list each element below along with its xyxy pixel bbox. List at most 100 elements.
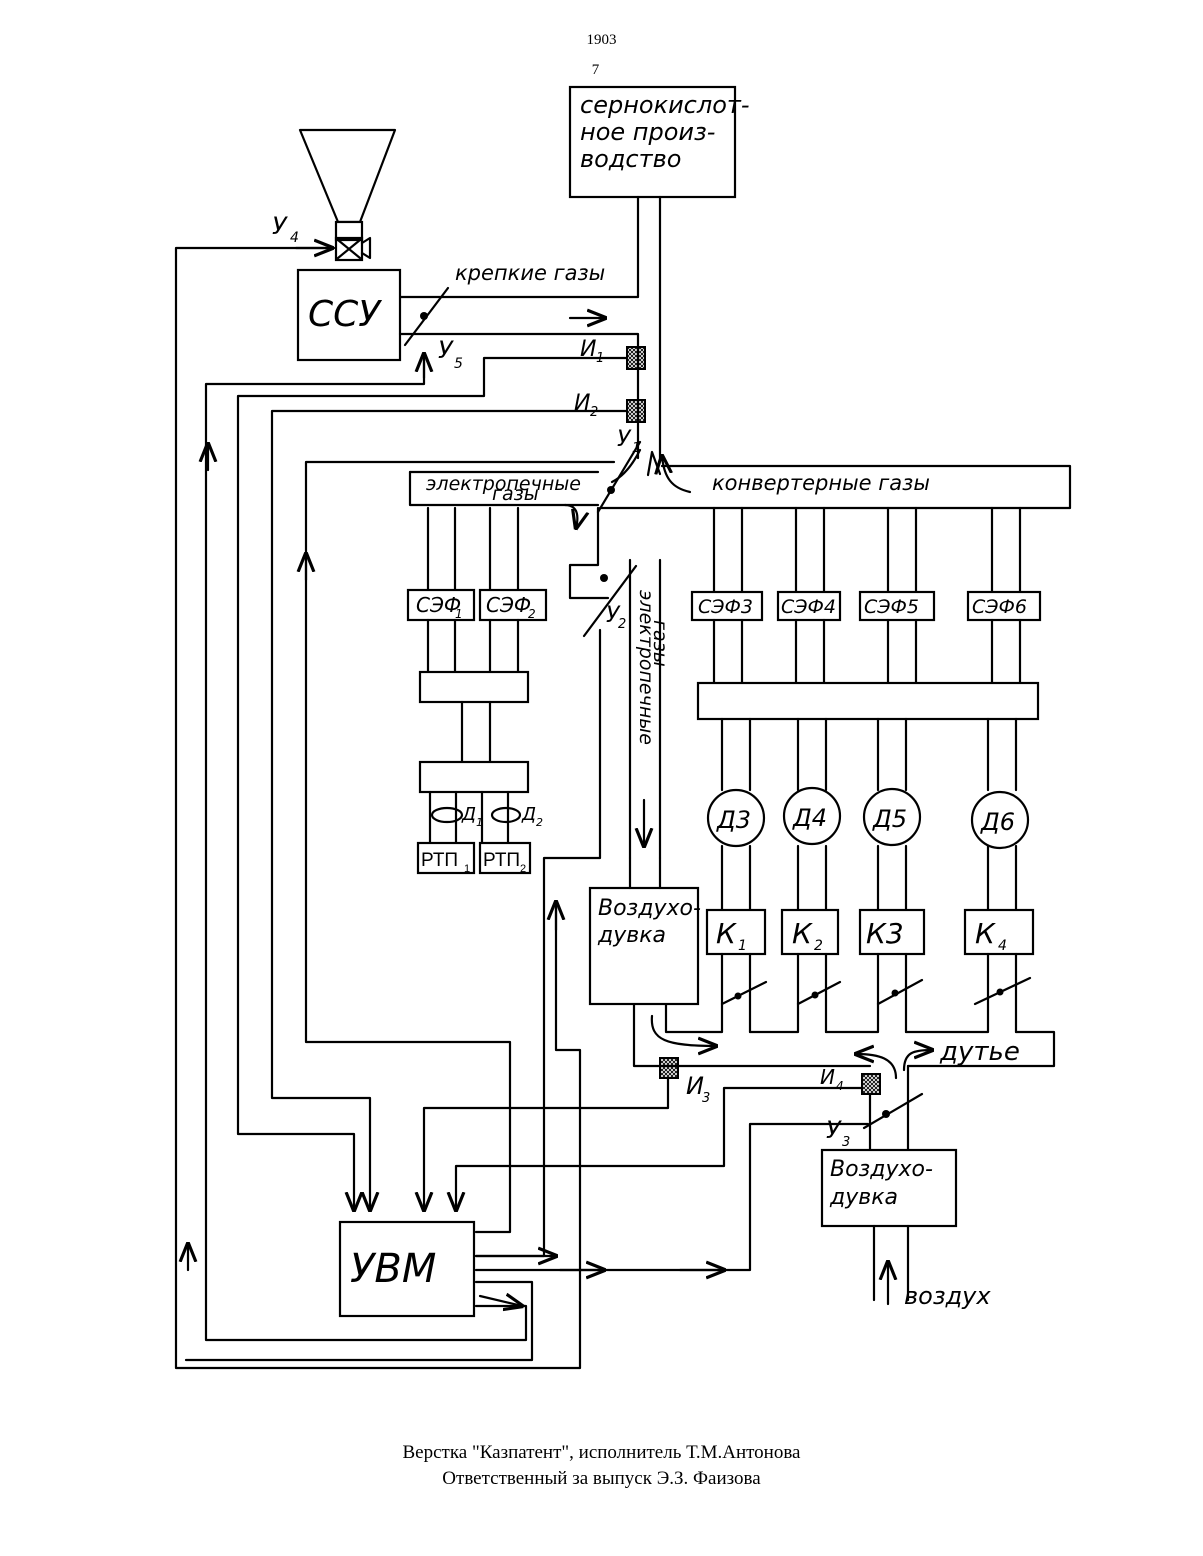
sef5-label: СЭФ5 [864, 596, 919, 618]
strong-gases-label: крепкие газы [455, 261, 605, 285]
y5-label: У [438, 336, 454, 364]
signal-line-i4 [456, 1088, 862, 1210]
fan-d1 [432, 808, 462, 822]
y3-sub: 3 [842, 1135, 850, 1150]
k2-label: К [792, 917, 813, 950]
right-collector [698, 683, 1038, 719]
control-arrow-uvm-out-1 [480, 1296, 522, 1306]
sef12-outlet-pipes [428, 620, 518, 672]
control-line-y4 [176, 248, 580, 1368]
sef2-sub: 2 [528, 607, 536, 621]
k3-label: К3 [866, 917, 904, 950]
d4-label: Д4 [792, 804, 827, 832]
i2-label: И [574, 391, 590, 416]
y1-label: У [617, 427, 632, 452]
converter-gases-label: конвертерные газы [712, 471, 930, 495]
y4-sub: 4 [290, 230, 299, 246]
electric-gas-down-arrow [565, 505, 577, 528]
sulfuric-label-3: водство [580, 145, 681, 173]
i2-sub: 2 [590, 405, 598, 420]
y4-label: У [272, 212, 288, 240]
y3-label: У [826, 1116, 842, 1144]
blower2-label-1: Воздухо- [830, 1157, 933, 1182]
sef36-outlet-pipes [714, 620, 1020, 683]
blower1-label-1: Воздухо- [598, 896, 701, 921]
signal-line-i3 [424, 1078, 668, 1210]
blast-damper-pivot-4 [997, 989, 1004, 996]
electric-vertical-a: электропечные [635, 590, 657, 745]
footer-credits: Верстка "Казпатент", исполнитель Т.М.Ант… [0, 1440, 1203, 1465]
d5-label: Д5 [872, 805, 907, 833]
k2-sub: 2 [814, 938, 823, 954]
rtp2-sub: 2 [520, 863, 526, 875]
uvm-label: УВМ [350, 1246, 436, 1292]
blast-dampers [722, 978, 1030, 1004]
control-line-y2 [476, 630, 600, 1256]
sef12-inlet-pipes [428, 508, 518, 590]
control-line-y5 [206, 360, 526, 1340]
blast-manifold-bottom [634, 1004, 870, 1066]
left-collector-link [462, 702, 490, 762]
sef2-label: СЭФ [486, 593, 531, 617]
footer-responsible: Ответственный за выпуск Э.З. Фаизова [0, 1466, 1203, 1491]
valve-y4-symbol [338, 240, 360, 258]
sef6-label: СЭФ6 [972, 596, 1027, 618]
converter-gas-curve [662, 456, 690, 492]
k1-sub: 1 [738, 938, 747, 954]
air-label: воздух [904, 1282, 991, 1310]
sulfuric-label-2: ное произ- [580, 118, 715, 146]
k4-label: К [975, 917, 996, 950]
fan-d2 [492, 808, 520, 822]
riser-arrows [648, 452, 660, 475]
y2-sub: 2 [618, 617, 626, 632]
i4-sub: 4 [836, 1079, 844, 1093]
blast-damper-pivot-1 [735, 993, 742, 1000]
d6-label: Д6 [980, 808, 1015, 836]
damper-y1-pivot [607, 486, 615, 494]
blower2-label-2: дувка [829, 1185, 898, 1210]
blast-damper-pivot-2 [812, 992, 819, 999]
i4-label: И [820, 1065, 835, 1089]
d1-label: Д [461, 804, 476, 825]
signal-line-i2 [272, 411, 627, 1210]
left-collector-2 [420, 762, 528, 792]
d2-sub: 2 [536, 816, 543, 829]
i3-sub: 3 [702, 1091, 710, 1106]
electric-vertical-b: газы [649, 620, 671, 667]
sef36-inlet-pipes [714, 508, 1020, 592]
air-intake-pipes [874, 1226, 908, 1300]
damper-y5-pivot [420, 312, 428, 320]
converter-feed-pipes [722, 846, 1016, 910]
blast-damper-pivot-3 [892, 990, 899, 997]
header-link-y2 [570, 508, 608, 598]
rtp2-label: РТП [483, 850, 520, 871]
rtp1-label: РТП [421, 850, 458, 871]
sensor-i2 [627, 400, 645, 422]
blower1-label-2: дувка [597, 923, 666, 948]
rtp1-sub: 1 [464, 863, 470, 875]
sensor-i1 [627, 347, 645, 369]
sulfuric-label-1: сернокислот- [580, 91, 750, 119]
y5-sub: 5 [454, 356, 463, 372]
damper-y3-pivot [882, 1110, 890, 1118]
sef3-label: СЭФ3 [698, 596, 753, 618]
fan-feed-pipes [722, 719, 1016, 790]
k4-sub: 4 [998, 938, 1007, 954]
electric-gases-b: газы [492, 483, 539, 505]
sensor-i3 [660, 1058, 678, 1078]
d3-label: Д3 [716, 806, 751, 834]
blast-down-pipes [750, 954, 1016, 1032]
blast-label: дутье [939, 1037, 1020, 1067]
hopper [300, 130, 395, 222]
d1-sub: 1 [476, 816, 483, 829]
control-line-y3 [476, 1124, 868, 1270]
damper-y3 [864, 1094, 922, 1128]
valve-y4-actuator [362, 238, 370, 258]
d2-label: Д [521, 804, 536, 825]
sef1-sub: 1 [455, 607, 463, 621]
sef4-label: СЭФ4 [781, 596, 836, 618]
ssu-label: ССУ [308, 294, 382, 335]
damper-y2-pivot [600, 574, 608, 582]
electric-duct-to-blower [630, 858, 660, 888]
